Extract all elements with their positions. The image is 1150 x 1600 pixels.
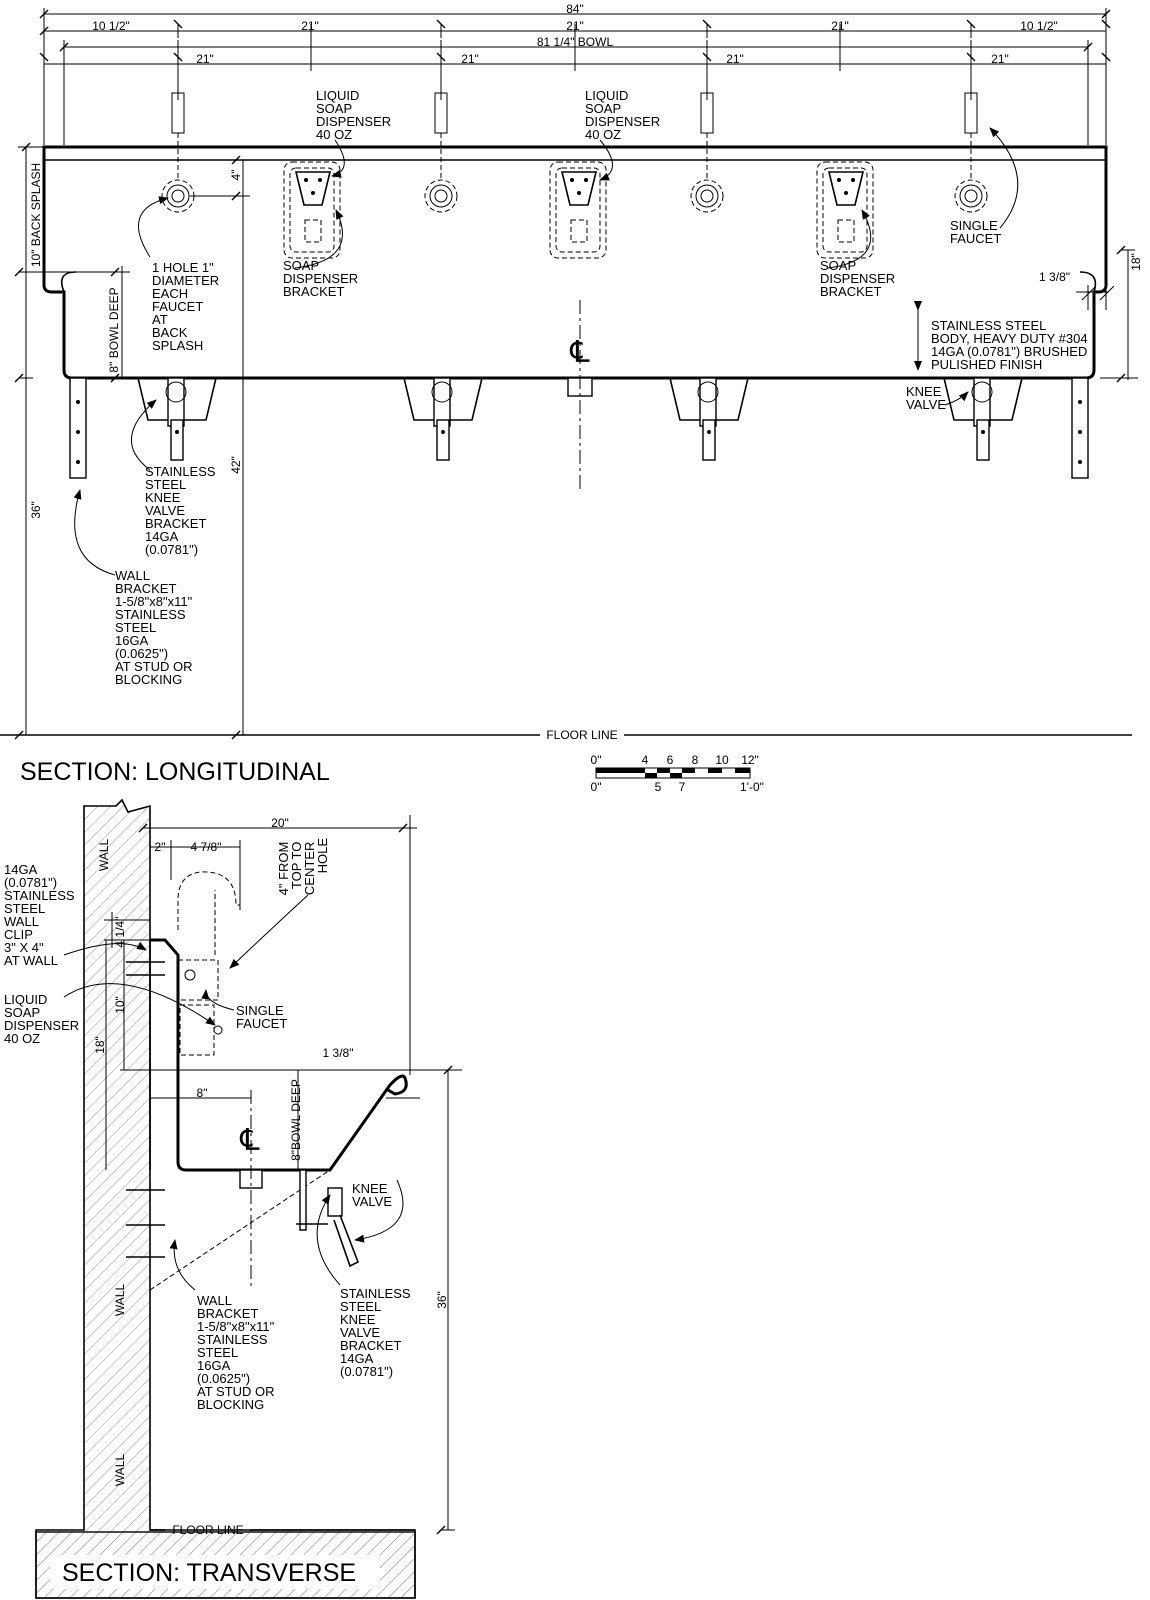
t-label-knee-bracket: STAINLESS STEEL KNEE VALVE BRACKET 14GA …: [340, 1286, 414, 1379]
label-hole: 1 HOLE 1" DIAMETER EACH FAUCET AT BACK S…: [152, 260, 223, 353]
floor-line-longitudinal: FLOOR LINE: [0, 728, 1132, 742]
transverse-dimensions: 20" 2" 4 7/8" 4 1/4" 10" 18" 8" 8"BOWL D…: [93, 815, 462, 1535]
t-label-soap-dispenser: LIQUID SOAP DISPENSER 40 OZ: [4, 992, 83, 1046]
scale-top-3: 8: [692, 753, 699, 767]
dim-faucet-4: 21": [991, 52, 1009, 66]
soap-dispenser-3: [816, 161, 874, 259]
label-knee-bracket: STAINLESS STEEL KNEE VALVE BRACKET 14GA …: [145, 464, 219, 557]
t-floor-line-label: FLOOR LINE: [172, 1523, 243, 1537]
label-knee-valve: KNEE VALVE: [906, 384, 946, 412]
dim-4in: 4": [229, 170, 243, 181]
t-dim-2: 2": [155, 840, 166, 854]
transverse-centerline: ℄: [239, 1124, 260, 1157]
scale-top-5: 12": [741, 753, 759, 767]
leaders: [73, 127, 1019, 576]
t-dim-18: 18": [93, 1036, 107, 1054]
right-dimensions: 18" 1 3/8": [914, 245, 1143, 383]
dim-overall: 84": [566, 2, 584, 16]
wall-label-1: WALL: [97, 839, 111, 872]
transverse-knee-valve: [296, 1169, 360, 1268]
soap-dispenser-2: [549, 161, 607, 259]
knee-valve-4: [942, 377, 1024, 461]
label-wall-bracket: WALL BRACKET 1-5/8"x8"x11" STAINLESS STE…: [115, 568, 196, 687]
label-soap-bracket-2: SOAP DISPENSER BRACKET: [820, 258, 899, 299]
scale-top-0: 0": [591, 753, 602, 767]
dim-faucet-3: 21": [726, 52, 744, 66]
t-label-wall-bracket: WALL BRACKET 1-5/8"x8"x11" STAINLESS STE…: [197, 1293, 278, 1412]
dim-42: 42": [229, 456, 243, 474]
longitudinal-title: SECTION: LONGITUDINAL: [20, 758, 330, 786]
t-label-from-top: 4" FROM TOP TO CENTER HOLE: [276, 838, 330, 896]
wall-label-3: WALL: [113, 1454, 127, 1487]
soap-dispenser-1: [283, 161, 341, 259]
dim-top-2: 21": [301, 19, 319, 33]
dim-1-3-8-right: 1 3/8": [1039, 270, 1070, 284]
t-label-wall-clip: 14GA (0.0781") STAINLESS STEEL WALL CLIP…: [4, 862, 78, 968]
faucet-1: [161, 92, 195, 213]
scale-top-4: 10: [715, 753, 729, 767]
faucet-4: [954, 92, 988, 213]
longitudinal-section: 84" 10 1/2" 21" 21" 21" 10 1/2" 81 1/4" …: [0, 2, 1143, 786]
centerline: ℄: [567, 300, 593, 490]
faucet-3: [690, 92, 724, 213]
t-dim-1-3-8: 1 3/8": [323, 1046, 354, 1060]
dim-top-1: 10 1/2": [92, 19, 130, 33]
centerline-symbol: ℄: [569, 336, 590, 369]
t-dim-4-7-8: 4 7/8": [191, 840, 222, 854]
transverse-leaders: [63, 894, 404, 1291]
wall-screws: [126, 961, 165, 1258]
knee-valve-3: [668, 377, 750, 461]
transverse-section: WALL WALL WALL ℄: [4, 798, 462, 1599]
transverse-faucet: [177, 871, 240, 955]
scale-top-1: 4: [642, 753, 649, 767]
scale-bottom-2: 7: [679, 780, 686, 794]
dim-bowl-deep: 8" BOWL DEEP: [107, 287, 121, 372]
t-dim-8: 8": [197, 1086, 208, 1100]
dim-18-right: 18": [1129, 253, 1143, 271]
label-single-faucet: SINGLE FAUCET: [950, 218, 1001, 246]
floor-line-label: FLOOR LINE: [546, 728, 617, 742]
wall-label-2: WALL: [113, 1284, 127, 1317]
transverse-sink: [150, 938, 408, 1172]
t-dim-4-1-4: 4 1/4": [113, 917, 127, 948]
faucets: [161, 92, 988, 213]
scale-bottom-1: 5: [655, 780, 662, 794]
t-dim-20: 20": [271, 816, 289, 830]
label-soap-dispenser-2: LIQUID SOAP DISPENSER 40 OZ: [585, 88, 664, 142]
faucet-2: [424, 92, 458, 213]
scale-bar: 0" 4 6 8 10 12" 0" 5 7 1'-0": [591, 753, 764, 794]
knee-valve-1: [136, 377, 218, 461]
top-dimensions: 84" 10 1/2" 21" 21" 21" 10 1/2" 81 1/4" …: [44, 2, 1111, 145]
labels-longitudinal: LIQUID SOAP DISPENSER 40 OZ LIQUID SOAP …: [115, 88, 1091, 687]
scale-top-2: 6: [667, 753, 674, 767]
labels-transverse: 4" FROM TOP TO CENTER HOLE 14GA (0.0781"…: [4, 838, 414, 1412]
soap-dispensers: [283, 161, 874, 259]
transverse-title: SECTION: TRANSVERSE: [62, 1559, 356, 1587]
t-label-knee-valve: KNEE VALVE: [352, 1181, 392, 1209]
dim-faucet-1: 21": [196, 52, 214, 66]
label-body: STAINLESS STEEL BODY, HEAVY DUTY #304 14…: [931, 318, 1091, 372]
scale-bottom-3: 1'-0": [740, 780, 764, 794]
knee-valves: [136, 377, 1024, 461]
knee-valve-2: [402, 377, 484, 461]
t-dim-10: 10": [113, 996, 127, 1014]
scale-bottom-0: 0": [591, 780, 602, 794]
t-dim-bowl-deep: 8"BOWL DEEP: [289, 1079, 303, 1161]
wall-brackets: [69, 377, 1089, 479]
dim-back-splash: 10" BACK SPLASH: [29, 163, 43, 267]
t-dim-36: 36": [435, 1291, 449, 1309]
dim-top-5: 10 1/2": [1020, 19, 1058, 33]
label-soap-bracket-1: SOAP DISPENSER BRACKET: [283, 258, 362, 299]
dim-faucet-2: 21": [461, 52, 479, 66]
label-soap-dispenser-1: LIQUID SOAP DISPENSER 40 OZ: [316, 88, 395, 142]
left-dimensions: 10" BACK SPLASH 36" 8" BOWL DEEP 4" 42": [14, 147, 250, 740]
t-label-single-faucet: SINGLE FAUCET: [236, 1003, 287, 1031]
dim-36-left: 36": [29, 501, 43, 519]
